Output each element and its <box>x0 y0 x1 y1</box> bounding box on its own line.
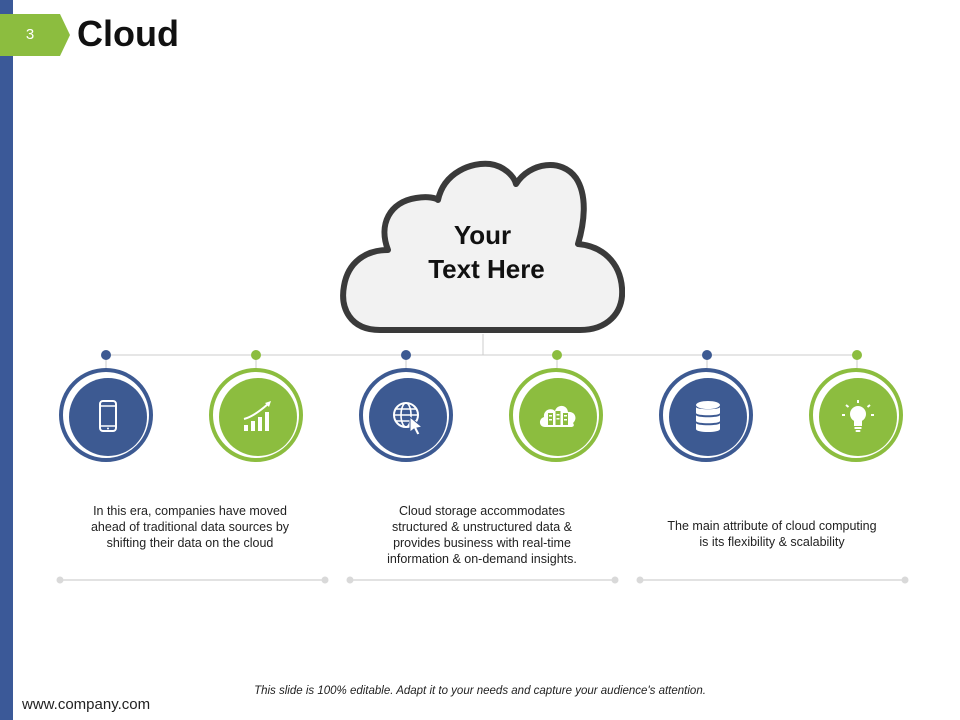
icon-circle-5 <box>659 368 753 462</box>
description-right-line1: The main attribute of cloud computing <box>667 519 877 533</box>
connector-dot <box>852 350 862 360</box>
connector-dot <box>101 350 111 360</box>
smartphone-icon <box>99 400 117 432</box>
connector-dot <box>401 350 411 360</box>
description-center-line3: provides business with real-time <box>393 536 571 550</box>
cloud-text: Your Text Here <box>340 218 625 286</box>
description-right-line2: is its flexibility & scalability <box>699 535 845 549</box>
description-left-line2: ahead of traditional data sources by <box>90 520 290 534</box>
connector-dot <box>702 350 712 360</box>
cloud-shape <box>340 160 625 333</box>
description-left: In this era, companies have moved ahead … <box>70 503 310 551</box>
cloud-text-line1: Your <box>453 220 512 250</box>
description-center-line4: information & on-demand insights. <box>387 552 577 566</box>
left-accent-bar <box>0 0 13 720</box>
database-icon <box>696 401 720 432</box>
icon-circle-6 <box>809 368 903 462</box>
icon-circle-4 <box>509 368 603 462</box>
icon-circle-1 <box>59 368 153 462</box>
slide-number-badge: 3 <box>0 14 72 56</box>
footer-note: This slide is 100% editable. Adapt it to… <box>254 685 706 697</box>
description-center: Cloud storage accommodates structured & … <box>362 503 602 567</box>
icon-circle-3 <box>359 368 453 462</box>
description-right: The main attribute of cloud computing is… <box>647 518 897 550</box>
growth-chart-icon <box>243 401 271 431</box>
cloud-server-icon <box>539 405 576 427</box>
badge-shape <box>0 14 70 56</box>
connector-dot <box>552 350 562 360</box>
cloud-text-line2: Text Here <box>428 254 545 284</box>
lightbulb-icon <box>842 400 874 432</box>
page-title: Cloud <box>77 13 179 54</box>
description-center-line1: Cloud storage accommodates <box>398 504 566 518</box>
footer-url[interactable]: www.company.com <box>22 696 151 713</box>
icon-circle-2 <box>209 368 303 462</box>
slide-number: 3 <box>25 26 35 43</box>
description-center-line2: structured & unstructured data & <box>392 520 572 534</box>
globe-cursor-icon <box>393 402 424 436</box>
description-left-line1: In this era, companies have moved <box>93 504 287 518</box>
connector-dot <box>251 350 261 360</box>
description-left-line3: shifting their data on the cloud <box>106 536 274 550</box>
